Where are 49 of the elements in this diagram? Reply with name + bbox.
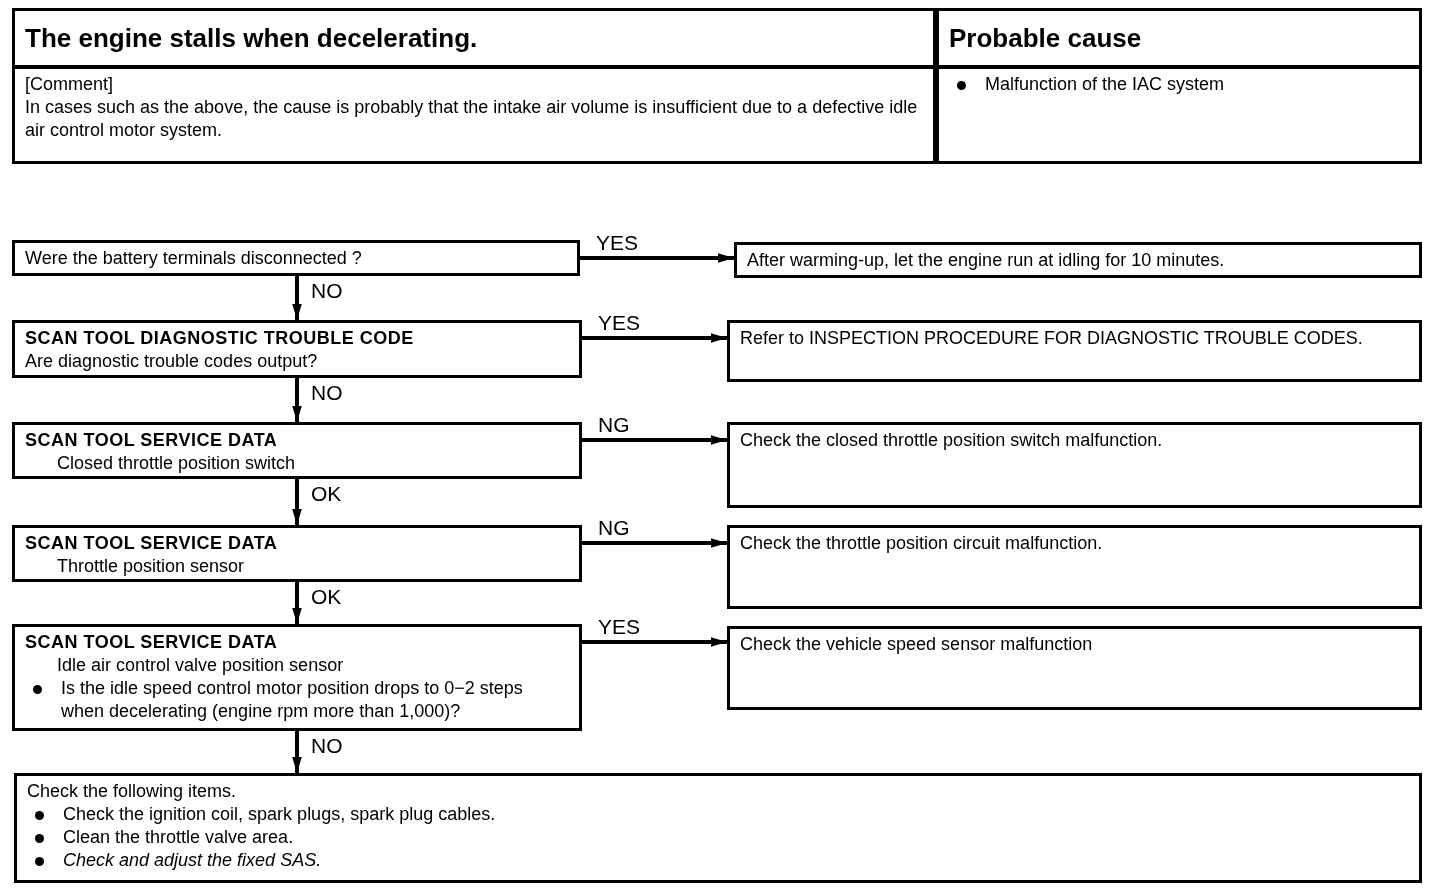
bullet-item: Check and adjust the fixed SAS. [27, 849, 1409, 872]
bullet-item: SCAN TOOL SERVICE DATA [25, 532, 279, 555]
arrow [582, 333, 727, 343]
process-box [734, 242, 1422, 278]
text: In cases such as the above, the cause is probably that the intake air volume is insufficient due to a defective idle air control motor system. [25, 96, 919, 142]
bullet-item: Malfunction of the IAC system [949, 73, 1409, 96]
bullet-item: Clean the throttle valve area. [27, 826, 1409, 849]
process-box [727, 422, 1422, 508]
table-header [936, 8, 1422, 68]
arrow [292, 582, 302, 624]
bullet-item: SCAN TOOL SERVICE DATA [25, 429, 279, 452]
arrow [292, 378, 302, 422]
text: Were the battery terminals disconnected ? [25, 247, 363, 270]
heading: Probable cause [949, 22, 1143, 53]
arrow [582, 435, 727, 445]
text: Check the throttle position circuit malfunction. [740, 532, 1104, 555]
text: Closed throttle position switch [56, 452, 297, 475]
bullet-item: SCAN TOOL DIAGNOSTIC TROUBLE CODE [25, 327, 415, 350]
process-box [14, 773, 1422, 883]
text: Idle air control valve position sensor [56, 654, 345, 677]
arrow [582, 637, 727, 647]
arrow [292, 479, 302, 525]
arrow [582, 538, 727, 548]
bullet-item: Is the idle speed control motor position drops to 0−2 steps when decelerating (engine rpm more than 1,000)? [25, 677, 569, 723]
table-cell [936, 66, 1422, 164]
table-header [12, 8, 936, 68]
heading: The engine stalls when decelerating. [25, 22, 479, 53]
bullet-item: SCAN TOOL SERVICE DATA [25, 631, 279, 654]
bullet-item: Check the ignition coil, spark plugs, spark plug cables. [27, 803, 1409, 826]
text: Refer to INSPECTION PROCEDURE FOR DIAGNOSTIC TROUBLE CODES. [740, 327, 1364, 350]
arrow [292, 731, 302, 773]
process-box [12, 422, 582, 479]
process-box [727, 626, 1422, 710]
text: [Comment] [25, 73, 115, 96]
table-cell [12, 66, 936, 164]
process-box [12, 624, 582, 731]
process-box [12, 320, 582, 378]
process-box [727, 320, 1422, 382]
arrow [292, 276, 302, 320]
text: Check the vehicle speed sensor malfunction [740, 633, 1094, 656]
text: Throttle position sensor [56, 555, 246, 578]
process-box [12, 240, 580, 276]
text: After warming-up, let the engine run at idling for 10 minutes. [747, 249, 1226, 272]
process-box [12, 525, 582, 582]
text: Are diagnostic trouble codes output? [25, 350, 319, 373]
arrow [580, 253, 734, 263]
text: Check the following items. [27, 780, 238, 803]
text: Check the closed throttle position switch malfunction. [740, 429, 1164, 452]
process-box [727, 525, 1422, 609]
